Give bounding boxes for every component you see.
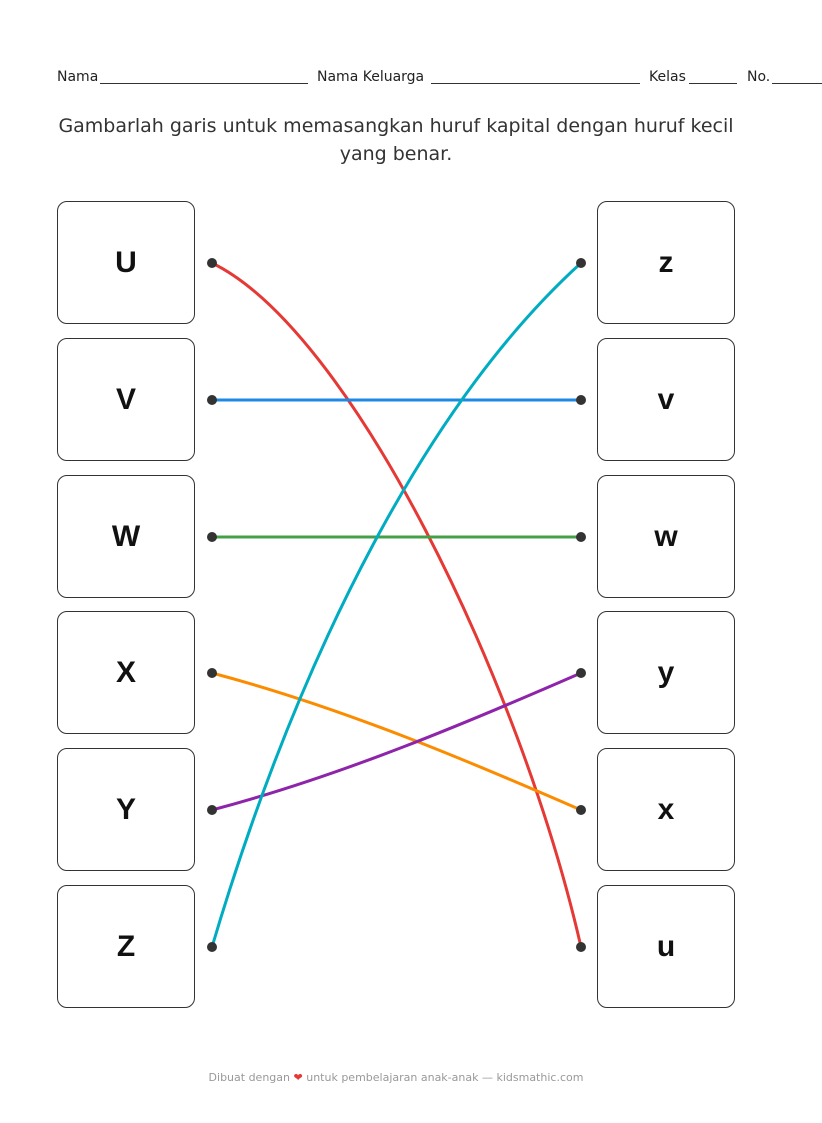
left-dot-4[interactable] [207, 805, 217, 815]
left-letter-box-Z[interactable]: Z [57, 885, 195, 1008]
line-X-to-x [211, 671, 582, 812]
name-field[interactable] [100, 83, 308, 84]
left-letter-box-X[interactable]: X [57, 611, 195, 734]
right-letter-box-u[interactable]: u [597, 885, 735, 1008]
right-dot-3[interactable] [576, 668, 586, 678]
right-letter-box-v[interactable]: v [597, 338, 735, 461]
name-label: Nama [57, 69, 99, 85]
right-letter-box-z[interactable]: z [597, 201, 735, 324]
line-U-to-u [211, 261, 583, 948]
right-letter-box-x[interactable]: x [597, 748, 735, 871]
right-dot-5[interactable] [576, 942, 586, 952]
left-dot-0[interactable] [207, 258, 217, 268]
family-name-label: Nama Keluarga [317, 69, 425, 85]
line-Y-to-y [211, 671, 582, 812]
heart-icon: ❤ [293, 1071, 303, 1084]
footer-text-after: untuk pembelajaran anak-anak — kidsmathi… [306, 1071, 584, 1084]
left-dot-5[interactable] [207, 942, 217, 952]
left-letter-box-V[interactable]: V [57, 338, 195, 461]
footer: Dibuat dengan ❤ untuk pembelajaran anak-… [0, 1071, 792, 1084]
left-letter-box-Y[interactable]: Y [57, 748, 195, 871]
instruction-text: Gambarlah garis untuk memasangkan huruf … [58, 115, 734, 165]
left-letter-box-W[interactable]: W [57, 475, 195, 598]
right-letter-box-w[interactable]: w [597, 475, 735, 598]
left-letter-box-U[interactable]: U [57, 201, 195, 324]
left-dot-2[interactable] [207, 532, 217, 542]
right-dot-4[interactable] [576, 805, 586, 815]
footer-text-before: Dibuat dengan [208, 1071, 290, 1084]
right-dot-2[interactable] [576, 532, 586, 542]
right-dot-0[interactable] [576, 258, 586, 268]
left-dot-1[interactable] [207, 395, 217, 405]
line-Z-to-z [210, 261, 583, 948]
left-dot-3[interactable] [207, 668, 217, 678]
class-label: Kelas [649, 69, 686, 85]
number-field[interactable] [772, 83, 822, 84]
right-dot-1[interactable] [576, 395, 586, 405]
class-field[interactable] [689, 83, 737, 84]
number-label: No. [747, 69, 771, 85]
family-name-field[interactable] [431, 83, 640, 84]
right-letter-box-y[interactable]: y [597, 611, 735, 734]
